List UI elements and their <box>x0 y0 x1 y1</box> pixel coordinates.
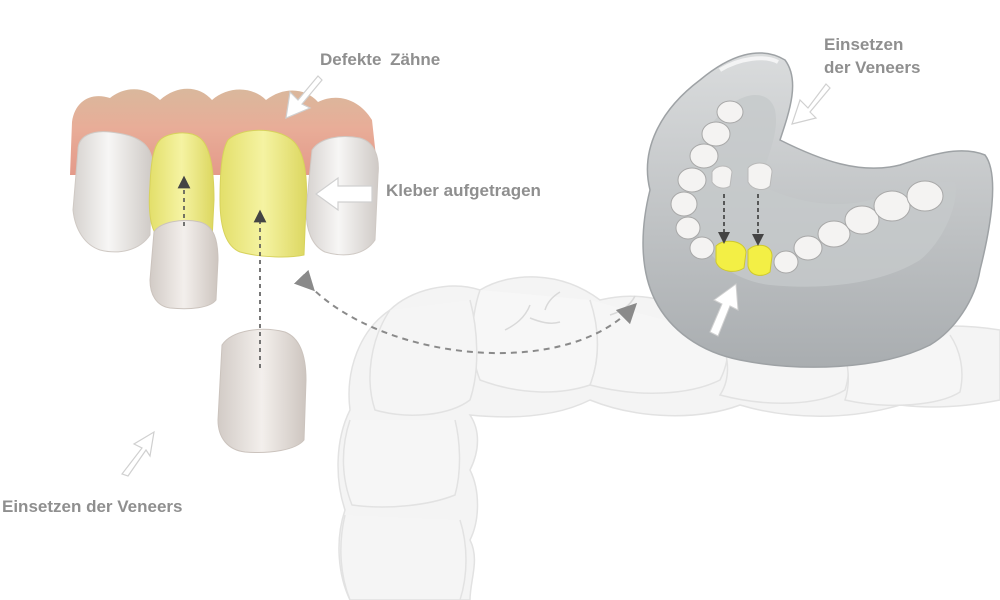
label-einsetzen-right-line2: der Veneers <box>824 57 921 77</box>
einsetzen-left-arrow <box>121 430 155 477</box>
label-kleber-aufgetragen: Kleber aufgetragen <box>386 181 541 200</box>
front-teeth-illustration <box>70 88 379 453</box>
veneer-incoming-left <box>149 219 219 310</box>
jaw-white-arrow <box>709 283 739 337</box>
label-einsetzen-right: Einsetzen der Veneers <box>824 34 920 80</box>
veneer-caps <box>711 162 773 190</box>
jaw-gloss <box>718 56 779 72</box>
label-einsetzen-left: Einsetzen der Veneers <box>2 497 183 516</box>
curved-connector-arrow <box>293 269 638 354</box>
callout-arrows <box>121 75 831 477</box>
veneer-incoming-center <box>217 328 307 453</box>
tooth-left <box>72 131 153 253</box>
jaw-model <box>642 52 994 368</box>
prepared-tooth-center-glue <box>219 129 307 258</box>
label-einsetzen-right-line1: Einsetzen <box>824 35 904 54</box>
label-defekte-zaehne: Defekte Zähne <box>320 50 441 69</box>
jaw-teeth <box>670 100 944 274</box>
kleber-arrow <box>314 176 373 212</box>
defekt-arrow <box>285 75 323 119</box>
einsetzen-right-arrow <box>791 83 831 125</box>
